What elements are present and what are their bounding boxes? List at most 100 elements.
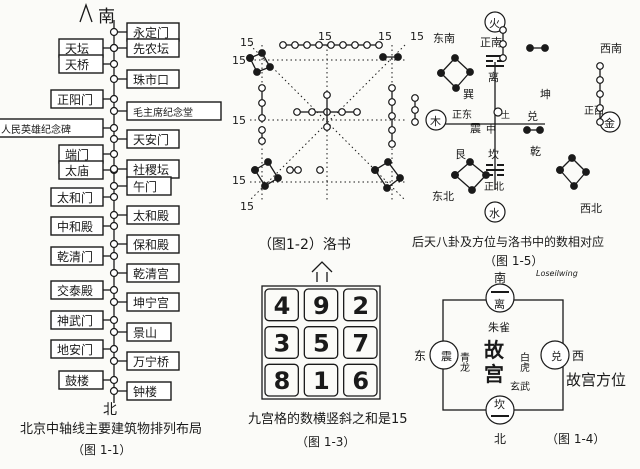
grid-cell (303, 288, 339, 322)
axis-node-icon (109, 327, 119, 337)
grid-number: 5 (313, 330, 330, 358)
building-label: 毛主席纪念堂 (133, 106, 193, 119)
axis-node-icon (109, 106, 119, 116)
black-dot-icon (371, 166, 379, 174)
white-dot-icon (293, 108, 301, 116)
white-dot-icon (411, 106, 419, 114)
black-dot-icon (394, 53, 402, 61)
grid-number: 2 (352, 292, 369, 320)
white-dot-icon (279, 41, 287, 49)
black-dot-icon (379, 53, 387, 61)
building-label: 天安门 (133, 132, 169, 147)
center-label: 中 (486, 123, 496, 136)
grid-frame (261, 285, 381, 400)
axis-node-icon (109, 181, 119, 191)
axis-node-icon (109, 192, 119, 202)
gugong-zhuque: 朱雀 (488, 321, 510, 334)
black-dot-icon (451, 171, 459, 179)
signature: Loseilwing (536, 269, 578, 278)
building-label: 太庙 (65, 163, 89, 178)
black-dot-icon (536, 126, 544, 134)
axis-north-label: 北 (103, 402, 117, 418)
trigram-kun-label: 坤 (540, 87, 551, 101)
white-dot-icon (323, 91, 331, 99)
black-dot-icon (570, 182, 578, 190)
building-label: 太和殿 (133, 208, 169, 223)
grid-cell (264, 288, 299, 322)
axis-node-icon (109, 74, 119, 84)
black-dot-icon (468, 186, 476, 194)
trigram-li-label: 离 (488, 70, 499, 84)
gugong-kan: 坎 (494, 398, 505, 411)
black-dot-icon (466, 68, 474, 76)
bagua-caption: 后天八卦及方位与洛书中的数相对应 (412, 234, 604, 249)
grid-number: 4 (274, 292, 291, 320)
black-dot-icon (383, 184, 391, 192)
white-dot-icon (316, 166, 324, 174)
grid-number: 3 (274, 330, 291, 358)
axis-node-icon (109, 268, 119, 278)
building-label: 永定门 (133, 25, 169, 40)
building-label: 神武门 (57, 313, 93, 328)
direction-northwest: 西北 (580, 202, 602, 215)
axis-node-icon (109, 251, 119, 261)
black-dot-icon (251, 166, 259, 174)
direction-southeast: 东南 (433, 32, 455, 45)
building-label: 天桥 (65, 58, 89, 72)
zhen-ring-icon (429, 340, 459, 370)
white-dot-icon (596, 76, 604, 84)
element-earth: 土 (501, 109, 510, 121)
gugong-west: 西 (572, 349, 584, 363)
gugong-title: 故宫方位 (566, 371, 626, 389)
white-dot-icon (388, 112, 396, 120)
grid-number: 6 (352, 367, 369, 395)
white-dot-icon (353, 108, 361, 116)
building-label: 社稷坛 (133, 162, 169, 177)
building-label: 天坛 (65, 42, 89, 56)
sum-label: 15 (410, 30, 424, 43)
building-label: 端门 (65, 147, 89, 162)
white-dot-icon (596, 104, 604, 112)
axis-caption: 北京中轴线主要建筑物排列布局 (20, 421, 202, 437)
white-dot-icon (258, 114, 266, 122)
element-wood: 木 (430, 115, 441, 128)
axis-node-icon (109, 210, 119, 220)
black-dot-icon (556, 166, 564, 174)
center-dot-icon (493, 107, 503, 117)
axis-node-icon (109, 149, 119, 159)
black-dot-icon (452, 84, 460, 92)
white-dot-icon (411, 118, 419, 126)
axis-node-icon (109, 134, 119, 144)
axis-node-icon (109, 315, 119, 325)
white-dot-icon (258, 99, 266, 107)
axis-node-icon (109, 164, 119, 174)
trigram-xun-label: 巽 (463, 88, 474, 101)
luoshu-caption: （图1-2）洛书 (258, 237, 351, 253)
building-label: 保和殿 (133, 238, 169, 252)
gugong-north: 北 (494, 432, 506, 446)
building-label: 午门 (133, 179, 157, 194)
black-dot-icon (274, 174, 282, 182)
building-label: 交泰殿 (57, 283, 93, 298)
wood-element-icon (425, 109, 447, 131)
bagua-figure: 火 正南 东南 西南 离 巽 坤 木 正东 震 金 正西 兑 土 中 艮 坎 乾 (411, 11, 622, 278)
grid-figure-number: （图 1-3） (296, 435, 355, 449)
black-dot-icon (568, 154, 576, 162)
sum-label: 15 (232, 174, 246, 187)
white-dot-icon (258, 137, 266, 145)
grid-caption: 九宫格的数横竖斜之和是15 (248, 411, 408, 427)
white-dot-icon (499, 26, 507, 34)
white-dot-icon (499, 54, 507, 62)
luoshu-figure: 15 15 15 15 15 15 15 15 （图1-2）洛书 (232, 30, 424, 253)
white-dot-icon (363, 41, 371, 49)
axis-node-icon (109, 43, 119, 53)
white-dot-icon (388, 98, 396, 106)
white-dot-icon (308, 108, 316, 116)
grid-cell (303, 363, 339, 397)
bagua-cells (445, 62, 545, 190)
building-label: 正阳门 (57, 92, 93, 107)
sum-label: 15 (232, 114, 246, 127)
